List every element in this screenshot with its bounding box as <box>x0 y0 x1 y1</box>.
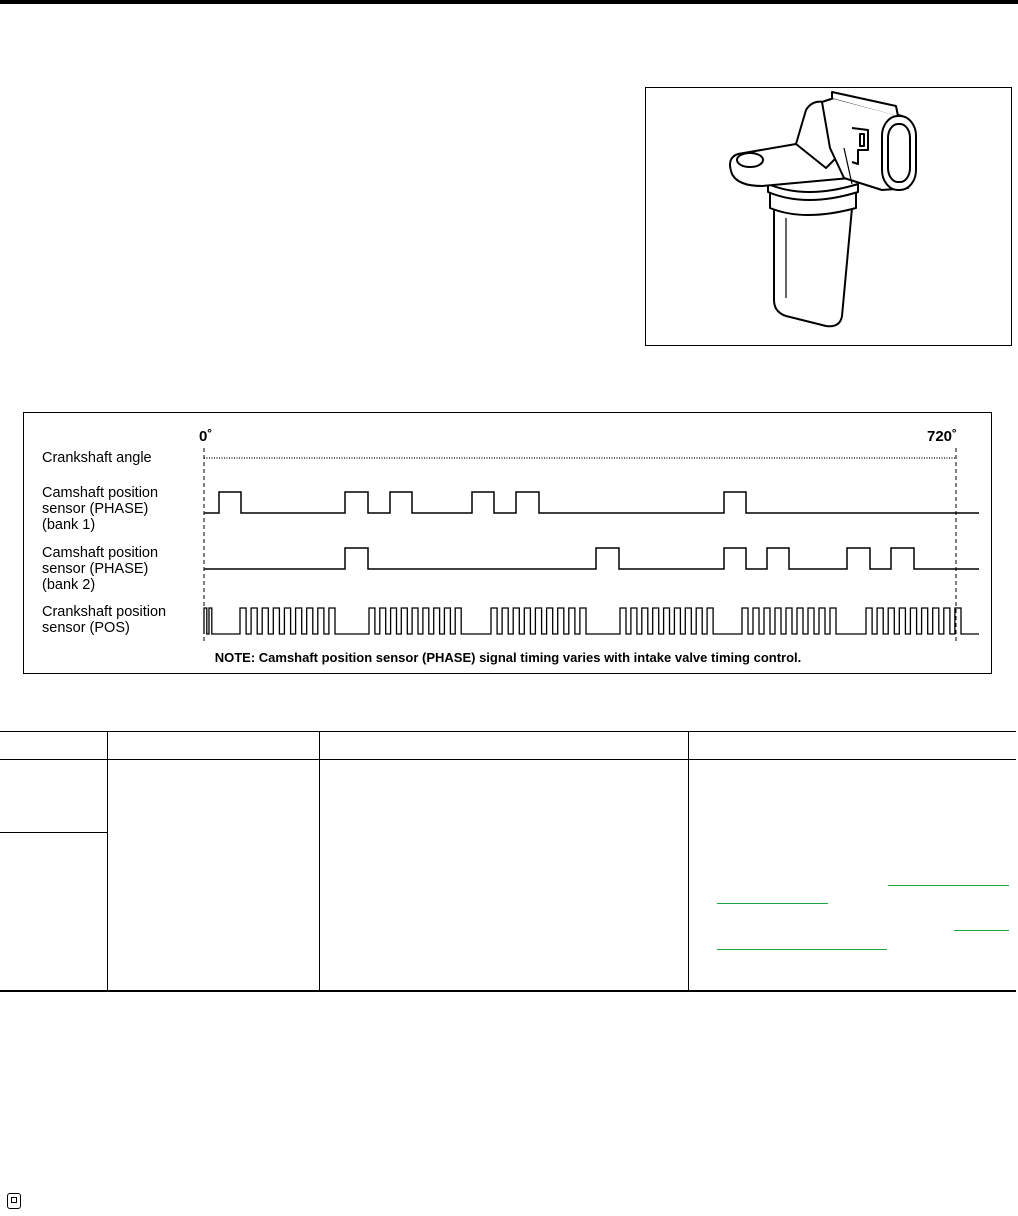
cam-bank1-waveform <box>204 491 979 514</box>
diagnosis-cell <box>106 759 319 991</box>
cam-bank1-label: Camshaft position sensor (PHASE) (bank 1… <box>42 485 162 533</box>
timing-note: NOTE: Camshaft position sensor (PHASE) s… <box>215 650 802 665</box>
crank-pos-waveform <box>203 607 979 635</box>
table-row <box>0 759 1016 991</box>
col-header-detecting-condition <box>318 731 688 760</box>
crank-pos-label: Crankshaft position sensor (POS) <box>42 604 170 636</box>
col-header-trouble-diagnosis <box>106 731 319 760</box>
col-header-dtc <box>0 731 107 760</box>
end-angle-label: 720˚ <box>927 428 957 445</box>
dtc-table <box>0 731 1016 992</box>
reference-link-1[interactable] <box>887 885 1009 886</box>
page-marker-icon <box>7 1193 21 1209</box>
dtc-cell-1 <box>0 759 107 833</box>
timing-diagram: 0˚ 720˚ Crankshaft angle Camshaft positi… <box>23 412 992 674</box>
cause-cell <box>687 759 1016 991</box>
condition-cell <box>318 759 688 991</box>
crank-angle-label: Crankshaft angle <box>42 450 152 466</box>
start-angle-label: 0˚ <box>199 428 212 445</box>
col-header-possible-cause <box>687 731 1016 760</box>
cam-bank2-waveform <box>204 547 979 570</box>
sensor-illustration <box>645 87 1012 346</box>
top-rule <box>0 0 1018 4</box>
reference-link-2-cont[interactable] <box>716 949 887 950</box>
reference-link-1-cont[interactable] <box>716 903 828 904</box>
dtc-cell-2 <box>0 833 107 992</box>
cam-bank2-label: Camshaft position sensor (PHASE) (bank 2… <box>42 545 162 593</box>
reference-link-2[interactable] <box>953 930 1009 931</box>
table-header-row <box>0 731 1016 760</box>
